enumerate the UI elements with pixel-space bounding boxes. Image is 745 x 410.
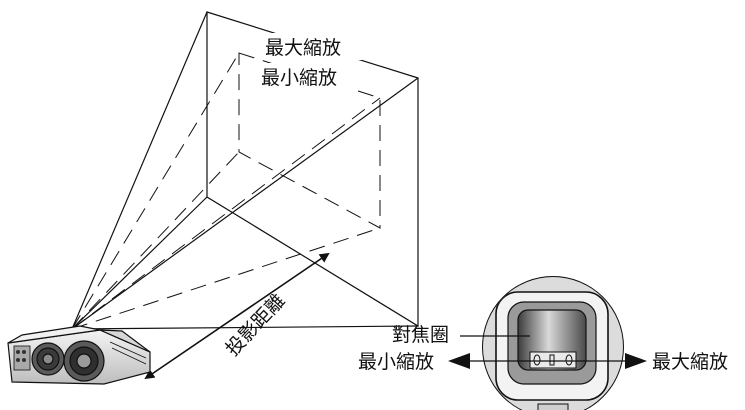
max-zoom-lens-label: 最大縮放 xyxy=(652,351,728,373)
dashed-ray-bottom-left xyxy=(71,151,240,330)
min-zoom-arrow-icon xyxy=(448,353,470,369)
dashed-ray-bottom-right xyxy=(71,227,381,330)
projection-distance-indicator: 投影距離 xyxy=(144,252,330,380)
dashed-ray-top-right xyxy=(71,97,381,330)
dashed-ray-top-left xyxy=(71,52,240,330)
min-zoom-screen-label: 最小縮放 xyxy=(261,67,337,89)
lens-closeup-icon xyxy=(482,276,624,410)
ray-bottom-left xyxy=(71,196,208,330)
screen-labels: 最大縮放 最小縮放 xyxy=(258,33,362,90)
double-arrow-icon xyxy=(144,252,330,380)
ray-top-left xyxy=(71,11,208,330)
ray-top-right xyxy=(71,77,419,330)
min-zoom-screen-outline xyxy=(238,52,381,229)
min-zoom-lens-label: 最小縮放 xyxy=(358,351,434,373)
lens-annotations: 對焦圈 最小縮放 最大縮放 xyxy=(358,324,728,373)
projection-distance-label: 投影距離 xyxy=(222,290,290,361)
max-zoom-arrow-icon xyxy=(625,353,647,369)
max-zoom-screen-label: 最大縮放 xyxy=(265,37,341,59)
projector-icon xyxy=(7,325,151,385)
max-zoom-frustum xyxy=(71,11,419,330)
min-zoom-frustum xyxy=(71,52,381,330)
focus-ring-label: 對焦圈 xyxy=(392,324,449,346)
